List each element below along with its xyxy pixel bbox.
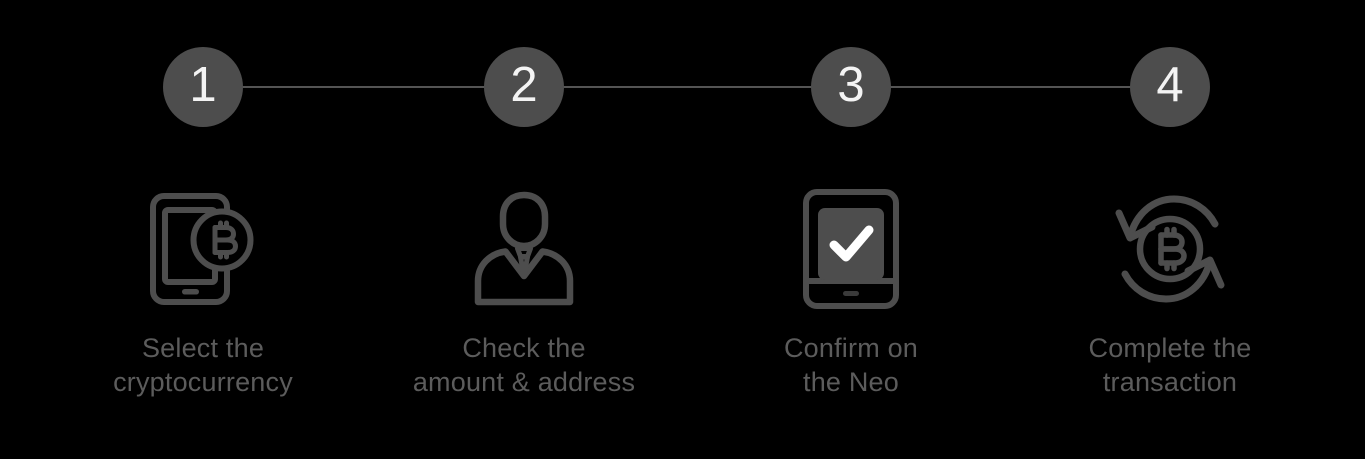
step-caption-2: Check the amount & address <box>412 333 636 397</box>
step-caption-4: Complete the transaction <box>1088 333 1252 397</box>
step-item-4: 4 <box>1025 0 1315 459</box>
step-connector-rail <box>203 86 1170 88</box>
step-item-1: 1 <box>58 0 348 459</box>
step-number-label-3: 3 <box>837 57 865 112</box>
step-number-badge-4: 4 <box>1130 47 1210 127</box>
step-number-badge-3: 3 <box>811 47 891 127</box>
step-number-label-1: 1 <box>189 57 217 112</box>
step-number-badge-2: 2 <box>484 47 564 127</box>
step-number-label-4: 4 <box>1156 57 1184 112</box>
step-number-label-2: 2 <box>510 57 538 112</box>
step-item-2: 2 Check the amount & address <box>379 0 669 459</box>
step-caption-3: Confirm on the Neo <box>783 333 919 397</box>
device-checkmark-icon <box>786 186 916 311</box>
smartphone-bitcoin-icon <box>138 186 268 311</box>
step-number-badge-1: 1 <box>163 47 243 127</box>
step-caption-1: Select the cryptocurrency <box>113 333 293 397</box>
person-suit-icon <box>459 186 589 311</box>
bitcoin-refresh-arrows-icon <box>1105 186 1235 311</box>
step-item-3: 3 Confirm on the Neo <box>706 0 996 459</box>
